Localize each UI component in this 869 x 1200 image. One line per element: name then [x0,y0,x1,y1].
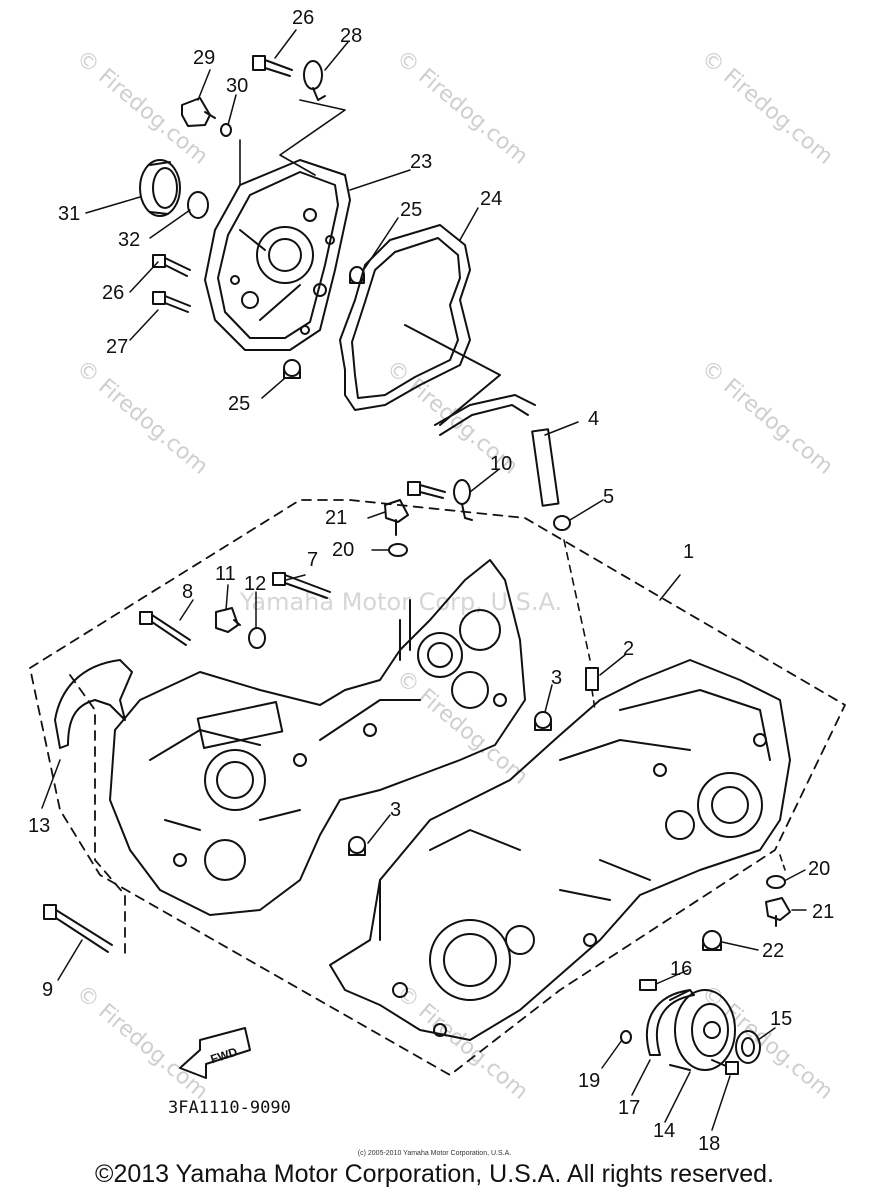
part-label: 18 [698,1133,720,1155]
part-label: 15 [770,1008,792,1030]
part-label: 25 [228,393,250,415]
part-label: 26 [102,282,124,304]
breather-hose-4 [434,394,560,507]
part-label: 27 [106,336,128,358]
part-labels: 1 2 3 3 4 5 7 8 9 10 11 12 13 14 15 16 1… [28,7,834,1155]
washer-20 [388,543,408,557]
gasket-24-inner [351,237,461,399]
part-label: 14 [653,1120,675,1142]
pipe-2 [563,539,599,711]
clamp-10 [453,479,473,521]
gasket-24 [339,224,471,411]
watermark: © Firedog.com [391,665,532,789]
watermark-layer: © Firedog.com © Firedog.com © Firedog.co… [71,45,837,1104]
dowel-22 [702,930,722,951]
dowel-3 [348,836,366,856]
washer-30 [220,123,232,137]
plug-11 [215,607,241,633]
part-label: 22 [762,940,784,962]
part-label: 9 [42,979,53,1001]
part-label: 2 [623,638,634,660]
clamp-28 [303,60,326,101]
copyright-notice: ©2013 Yamaha Motor Corporation, U.S.A. A… [95,1160,774,1188]
part-label: 3 [390,799,401,821]
leader-lines [41,29,807,1131]
plug-29 [181,97,216,127]
bolt-18 [711,1059,739,1075]
part-label: 23 [410,151,432,173]
crankcase-right-half [329,659,791,1041]
bolt-27 [152,291,191,313]
part-label: 10 [490,453,512,475]
oil-seal-15 [735,1030,761,1064]
washer-20 [766,875,786,889]
gasket-13 [54,659,133,749]
part-label: 4 [588,408,599,430]
bolt-6 [407,481,446,499]
crankcase-cover-23 [204,159,351,351]
part-label: 17 [618,1097,640,1119]
watermark: © Firedog.com [71,980,212,1104]
watermark: © Firedog.com [71,45,212,169]
watermark: © Firedog.com [696,45,837,169]
oil-seal-31 [139,159,181,217]
bearing-cover-14 [669,989,736,1071]
part-label: 28 [340,25,362,47]
part-label: 21 [325,507,347,529]
part-code: 3FA1110-9090 [168,1098,291,1118]
part-label: 31 [58,203,80,225]
part-label: 26 [292,7,314,29]
gasket-17 [645,989,695,1056]
bolt-26 [252,55,293,77]
forward-label: FWD [209,1044,240,1066]
part-label: 20 [808,858,830,880]
part-label: 3 [551,667,562,689]
washer-12 [248,627,266,649]
part-label: 5 [603,486,614,508]
clip-5 [553,515,571,531]
part-label: 29 [193,47,215,69]
drain-bolt-21 [384,499,409,536]
part-label: 24 [480,188,502,210]
dowel-3 [534,711,552,731]
part-label: 25 [400,199,422,221]
o-ring-32 [187,191,209,219]
part-label: 20 [332,539,354,561]
dowel-25 [283,359,301,379]
pin-16 [639,979,657,991]
watermark: © Firedog.com [696,355,837,479]
part-label: 8 [182,581,193,603]
part-label: 21 [812,901,834,923]
bolt-8 [139,611,191,646]
bolt-9 [43,904,113,953]
watermark: © Firedog.com [696,980,837,1104]
part-label: 13 [28,815,50,837]
part-label: 1 [683,541,694,563]
part-label: 11 [215,563,236,585]
pin-19 [620,1030,632,1044]
part-label: 16 [670,958,692,980]
crankcase-left-half [109,559,526,916]
part-label: 7 [307,549,318,571]
drain-bolt-21 [765,897,791,927]
dowel-25 [349,266,365,284]
watermark: © Firedog.com [71,355,212,479]
part-label: 30 [226,75,248,97]
part-label: 12 [244,573,266,595]
part-label: 19 [578,1070,600,1092]
bolt-26 [152,254,191,277]
small-credit: (c) 2005-2010 Yamaha Motor Corporation, … [357,1150,512,1157]
part-label: 32 [118,229,140,251]
